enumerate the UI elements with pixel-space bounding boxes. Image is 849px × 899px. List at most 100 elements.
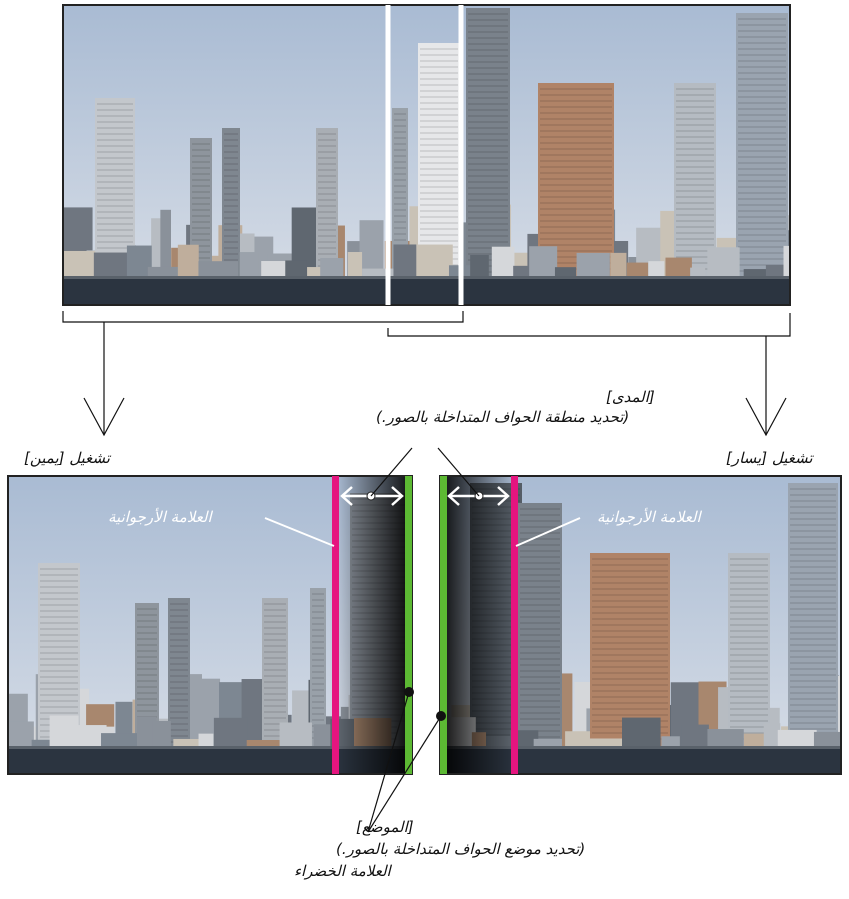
low-building (533, 738, 562, 748)
low-building (93, 252, 130, 278)
low-building (198, 261, 239, 278)
low-building (707, 729, 744, 748)
green-marker-left (405, 476, 412, 774)
down-arrow-icon (745, 397, 787, 437)
tower (190, 138, 212, 278)
building (151, 218, 164, 278)
blend-gradient-right (440, 476, 516, 774)
low-building (648, 261, 665, 278)
top-panorama-photo (63, 5, 790, 305)
low-building (279, 722, 312, 748)
low-building (491, 246, 515, 278)
low-building (261, 261, 290, 278)
low-building (661, 736, 680, 748)
position-callout-line (367, 715, 442, 833)
range-title: [المدى] (606, 388, 655, 406)
tower (788, 483, 838, 748)
tower (316, 128, 338, 278)
low-building (765, 264, 786, 278)
tower (736, 13, 788, 278)
low-building (320, 258, 344, 278)
low-building (707, 247, 740, 278)
tower (392, 108, 408, 278)
low-building (690, 267, 706, 278)
purple-marker-right (511, 476, 518, 774)
low-building (152, 720, 171, 748)
low-building (63, 250, 96, 278)
low-building (31, 739, 53, 748)
low-building (681, 724, 709, 748)
tower (674, 83, 716, 278)
tower (590, 553, 670, 748)
position-title: [الموضع] (356, 818, 414, 836)
low-building (665, 257, 692, 278)
low-building (246, 739, 284, 748)
low-building (783, 245, 790, 278)
low-building (362, 268, 399, 278)
tower (168, 598, 190, 748)
tower (310, 588, 326, 748)
low-building (137, 716, 157, 748)
tower (728, 553, 770, 748)
low-building (313, 724, 332, 748)
down-arrow-icon (83, 397, 125, 437)
tower (418, 43, 460, 278)
blend-gradient-left (336, 476, 412, 774)
range-callout-line (437, 447, 480, 497)
low-building (763, 723, 781, 748)
building (160, 209, 171, 278)
low-building (610, 252, 627, 278)
low-building (307, 267, 322, 278)
purple-callout-line-left (264, 517, 335, 547)
low-building (177, 244, 199, 278)
low-building (393, 244, 417, 278)
low-building (8, 721, 34, 748)
left-range-bracket (387, 313, 791, 337)
purple-marker-left (332, 476, 339, 774)
tower (466, 8, 510, 278)
position-description: (تحديد موضع الحواف المتداخلة بالصور.) (336, 840, 586, 858)
low-building (513, 265, 529, 278)
purple-callout-line-right (515, 517, 581, 547)
low-building (777, 729, 817, 748)
low-building (470, 254, 489, 278)
purple-marker-label-left: العلامة الأرجوانية (108, 508, 212, 526)
low-building (743, 269, 768, 278)
tower (518, 503, 562, 748)
range-callout-line (370, 447, 413, 497)
low-building (126, 245, 152, 278)
low-building (417, 244, 453, 278)
low-building (173, 738, 203, 748)
low-building (76, 725, 107, 748)
building (409, 206, 421, 278)
green-marker-label: العلامة الخضراء (294, 862, 391, 880)
low-building (626, 262, 649, 278)
low-building (198, 733, 214, 748)
low-building (813, 731, 841, 748)
low-building (529, 246, 558, 278)
low-building (213, 717, 248, 748)
left-projector-image (440, 476, 841, 774)
range-description: (تحديد منطقة الحواف المتداخلة بالصور.) (376, 408, 630, 426)
right-operation-label: تشغيل [يمين] (24, 449, 110, 467)
low-building (147, 266, 179, 278)
green-marker-right (440, 476, 447, 774)
low-building (347, 252, 363, 278)
low-building (588, 738, 626, 748)
tower (538, 83, 614, 278)
tower (222, 128, 240, 278)
low-building (743, 733, 767, 748)
low-building (576, 252, 610, 278)
low-building (49, 715, 79, 748)
low-building (554, 267, 577, 278)
building (359, 220, 384, 278)
low-building (565, 731, 590, 748)
position-callout-line (367, 691, 410, 833)
right-projector-image (8, 476, 412, 774)
low-building (239, 252, 259, 278)
low-building (101, 733, 140, 748)
low-building (285, 260, 307, 278)
right-range-bracket (62, 311, 464, 323)
purple-marker-label-right: العلامة الأرجوانية (597, 508, 701, 526)
